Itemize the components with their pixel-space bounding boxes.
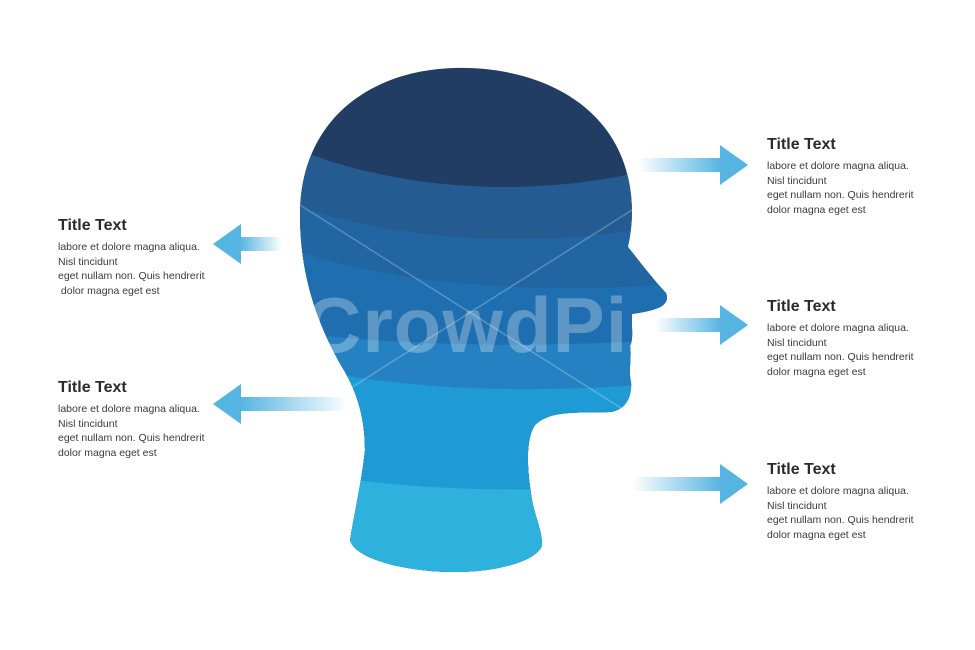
callout-title: Title Text [58, 217, 127, 234]
callout-line: Nisl tincidunt [58, 417, 118, 430]
callout-line: dolor magna eget est [58, 285, 160, 298]
callout-right-middle: Title Text labore et dolore magna aliqua… [767, 297, 942, 380]
callout-line: Nisl tincidunt [767, 499, 827, 512]
callout-line: eget nullam non. Quis hendrerit [767, 351, 914, 364]
callout-line: eget nullam non. Quis hendrerit [58, 432, 205, 445]
callout-line: labore et dolore magna aliqua. [58, 403, 200, 415]
watermark-cross [299, 204, 641, 421]
callout-line: dolor magna eget est [767, 204, 866, 217]
callout-line: dolor magna eget est [767, 366, 866, 379]
callout-line: dolor magna eget est [767, 529, 866, 542]
callout-line: labore et dolore magna aliqua. [58, 241, 200, 253]
callout-title: Title Text [767, 461, 836, 478]
callout-line: eget nullam non. Quis hendrerit [767, 189, 914, 202]
arrow-left-2 [213, 384, 348, 424]
arrow-right-2 [655, 305, 748, 345]
callout-right-top: Title Text labore et dolore magna aliqua… [767, 135, 942, 218]
callout-line: Nisl tincidunt [767, 336, 827, 349]
callout-line: dolor magna eget est [58, 447, 157, 460]
callout-title: Title Text [58, 379, 127, 396]
callout-line: labore et dolore magna aliqua. [767, 322, 909, 334]
callout-line: eget nullam non. Quis hendrerit [58, 270, 205, 283]
callout-line: Nisl tincidunt [58, 255, 118, 268]
callout-line: labore et dolore magna aliqua. [767, 160, 909, 172]
callout-right-bottom: Title Text labore et dolore magna aliqua… [767, 460, 942, 543]
watermark-text: CrowdPi [305, 281, 629, 369]
arrow-right-3 [632, 464, 748, 504]
callout-title: Title Text [767, 298, 836, 315]
callout-title: Title Text [767, 136, 836, 153]
callout-line: labore et dolore magna aliqua. [767, 485, 909, 497]
arrow-right-1 [638, 145, 748, 185]
arrow-left-1 [213, 224, 282, 264]
callout-line: Nisl tincidunt [767, 174, 827, 187]
callout-left-bottom: Title Text labore et dolore magna aliqua… [58, 378, 233, 461]
callout-line: eget nullam non. Quis hendrerit [767, 514, 914, 527]
callout-left-top: Title Text labore et dolore magna aliqua… [58, 216, 233, 299]
